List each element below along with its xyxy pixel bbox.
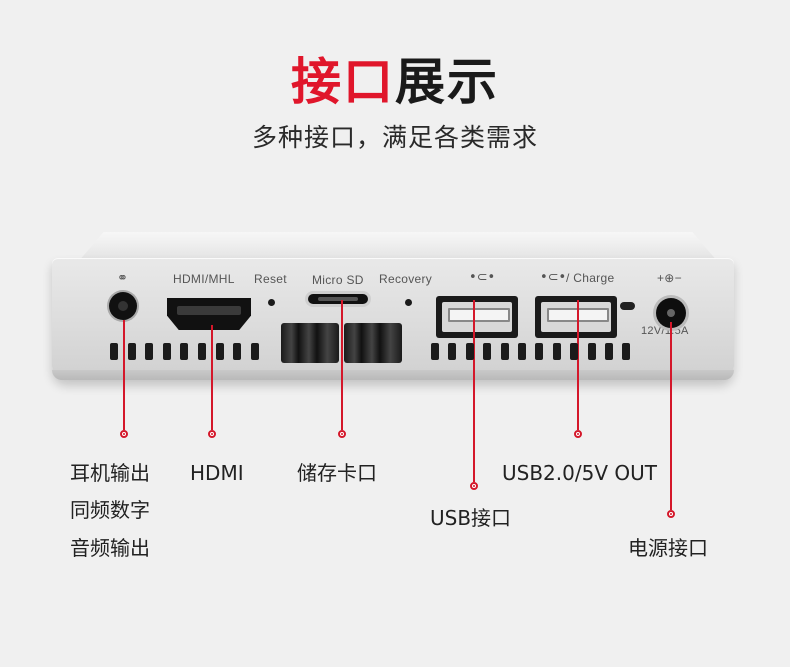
- dot-usb-out: [574, 430, 582, 438]
- recovery-pinhole: [405, 299, 412, 306]
- leader-usb-out: [577, 300, 579, 430]
- callout-hdmi: HDMI: [190, 461, 244, 485]
- vent-slot: [110, 343, 118, 360]
- vent-slot: [198, 343, 206, 360]
- vent-slot: [233, 343, 242, 360]
- vent-slot: [250, 343, 259, 360]
- callout-audio-line3: 音频输出: [70, 536, 150, 560]
- label-hdmi-mhl: HDMI/MHL: [173, 272, 235, 286]
- audio-jack: [109, 292, 137, 320]
- power-symbol-icon: +⊕−: [657, 271, 682, 285]
- leader-audio: [123, 320, 125, 430]
- status-led: [620, 302, 635, 310]
- label-charge: / Charge: [566, 271, 615, 285]
- label-reset: Reset: [254, 272, 287, 286]
- label-power-rating: 12V/1.5A: [641, 325, 689, 337]
- vent-slot: [483, 343, 492, 360]
- micro-sd-slot: [308, 294, 368, 304]
- vent-slot: [500, 343, 509, 360]
- callout-power: 电源接口: [628, 536, 708, 560]
- vent-slot: [570, 343, 579, 360]
- leader-hdmi: [211, 325, 213, 430]
- page-subtitle: 多种接口，满足各类需求: [251, 123, 538, 152]
- vent-slot: [145, 343, 154, 360]
- dot-audio: [120, 430, 128, 438]
- vent-block-right: [344, 323, 402, 363]
- hdmi-port: [167, 298, 251, 330]
- dot-power: [667, 510, 675, 518]
- vent-slot: [180, 343, 189, 360]
- leader-sd: [341, 300, 343, 430]
- vent-slot: [431, 343, 439, 360]
- dot-sd: [338, 430, 346, 438]
- vent-block-left: [281, 323, 339, 363]
- vent-slot: [552, 343, 561, 360]
- callout-audio-line1: 耳机输出: [70, 461, 150, 485]
- vent-slot: [448, 343, 457, 360]
- headphones-icon: ⚭: [117, 270, 129, 285]
- title-highlight: 接口: [291, 53, 395, 111]
- leader-power: [670, 322, 672, 510]
- vent-slot: [587, 343, 596, 360]
- leader-usb: [473, 300, 475, 482]
- usb-icon: •⊂•: [469, 270, 496, 285]
- callout-audio-line2: 同频数字: [70, 498, 150, 522]
- vent-slot: [465, 343, 474, 360]
- vent-slot: [162, 343, 171, 360]
- title-rest: 展示: [395, 53, 499, 111]
- dot-hdmi: [208, 430, 216, 438]
- vent-slot: [518, 343, 526, 360]
- vent-slot: [215, 343, 224, 360]
- device-top-surface: [78, 232, 718, 262]
- vent-slot: [127, 343, 136, 360]
- dot-usb: [470, 482, 478, 490]
- vent-slot: [605, 343, 613, 360]
- callout-usb-out: USB2.0/5V OUT: [502, 461, 657, 485]
- callout-sd: 储存卡口: [297, 461, 377, 485]
- usb-port-1: [436, 296, 518, 338]
- usb-port-charge: [535, 296, 617, 338]
- usb-charge-icon: •⊂•: [540, 270, 567, 285]
- vent-slot: [622, 343, 631, 360]
- page-title: 接口展示: [0, 52, 790, 112]
- label-micro-sd: Micro SD: [312, 273, 364, 287]
- label-recovery: Recovery: [379, 272, 433, 286]
- reset-pinhole: [268, 299, 275, 306]
- callout-usb: USB接口: [430, 506, 512, 530]
- vent-slot: [535, 343, 544, 360]
